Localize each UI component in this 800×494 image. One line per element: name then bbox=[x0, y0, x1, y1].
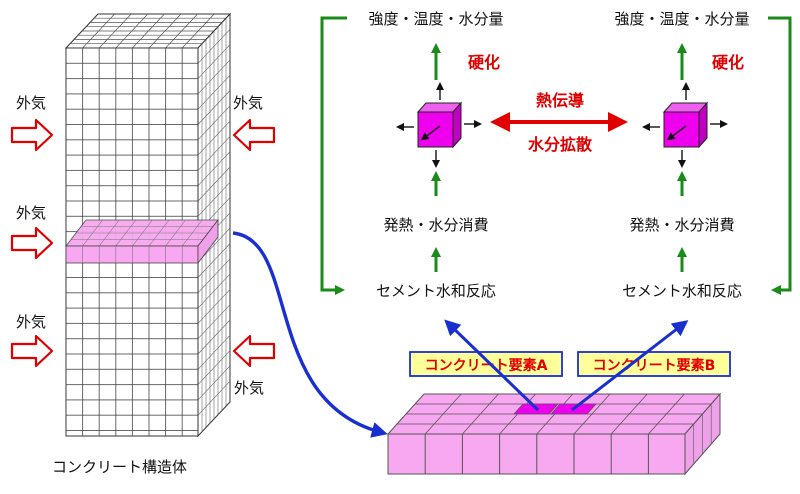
arrow-left-bottom bbox=[10, 334, 54, 368]
right-top-label: 強度・温度・水分量 bbox=[614, 10, 749, 28]
feedback-line-left bbox=[320, 16, 347, 295]
element-a-label-box: コンクリート要素A bbox=[409, 351, 563, 377]
element-b-label-box: コンクリート要素B bbox=[577, 351, 731, 377]
right-heat-label: 発熱・水分消費 bbox=[629, 216, 734, 234]
right-reaction-label: セメント水和反応 bbox=[622, 282, 742, 300]
element-slab bbox=[386, 392, 722, 476]
left-reaction-label: セメント水和反応 bbox=[376, 282, 496, 300]
exchange-arrow bbox=[490, 112, 628, 132]
pointer-b bbox=[571, 320, 689, 412]
left-top-label: 強度・温度・水分量 bbox=[368, 10, 503, 28]
outside-air-label-2: 外気 bbox=[233, 94, 263, 112]
moisture-diffusion-label: 水分拡散 bbox=[528, 135, 593, 154]
right-element-cube bbox=[642, 82, 728, 168]
pointer-a bbox=[444, 319, 540, 412]
outside-air-label-1: 外気 bbox=[16, 94, 46, 112]
column-caption: コンクリート構造体 bbox=[52, 458, 187, 476]
arrow-left-mid bbox=[10, 226, 54, 260]
highlighted-layer bbox=[65, 218, 219, 265]
left-heat-label: 発熱・水分消費 bbox=[383, 216, 488, 234]
element-b-label: コンクリート要素B bbox=[593, 357, 716, 374]
zoom-arrow bbox=[232, 231, 388, 438]
heat-conduction-label: 熱伝導 bbox=[536, 91, 584, 110]
left-element-cube bbox=[396, 82, 482, 168]
right-harden-label: 硬化 bbox=[712, 53, 744, 72]
outside-air-label-5: 外気 bbox=[234, 379, 264, 397]
outside-air-label-4: 外気 bbox=[16, 313, 46, 331]
outside-air-arrows bbox=[10, 118, 276, 368]
arrow-right-top bbox=[232, 118, 276, 152]
arrow-left-top bbox=[10, 118, 54, 152]
feedback-line-right bbox=[768, 16, 792, 295]
outside-air-label-3: 外気 bbox=[16, 204, 46, 222]
left-harden-label: 硬化 bbox=[468, 53, 500, 72]
arrow-right-bottom bbox=[232, 334, 276, 368]
element-a-label: コンクリート要素A bbox=[425, 357, 548, 374]
